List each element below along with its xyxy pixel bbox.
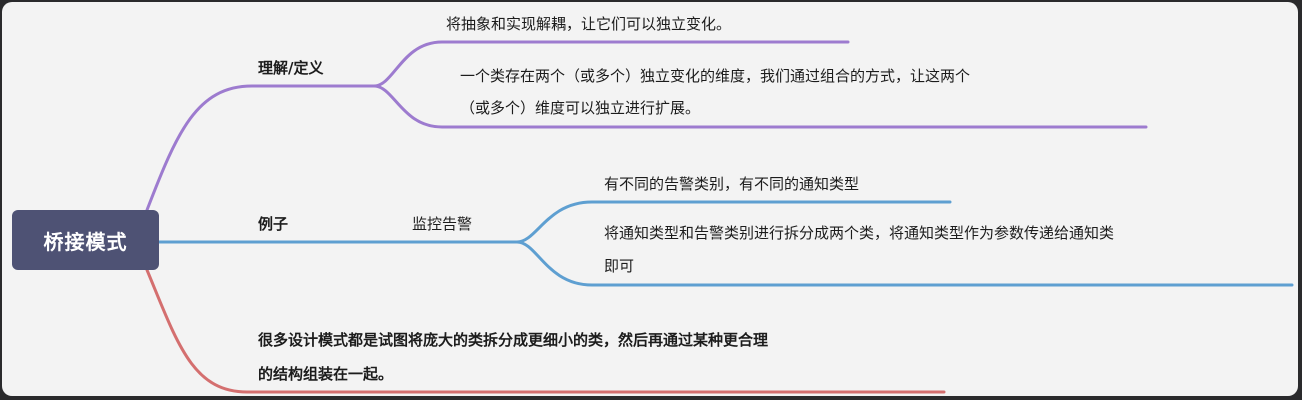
definition-leaf-2-line-2[interactable]: （或多个）维度可以独立进行扩展。: [460, 99, 701, 117]
summary-line-1[interactable]: 很多设计模式都是试图将庞大的类拆分成更细小的类，然后再通过某种更合理: [258, 331, 769, 349]
example-leaf-2-line-1[interactable]: 将通知类型和告警类别进行拆分成两个类，将通知类型作为参数传递给通知类: [604, 224, 1115, 242]
example-leaf-2-line-2[interactable]: 即可: [604, 257, 635, 275]
definition-leaf-1[interactable]: 将抽象和实现解耦，让它们可以独立变化。: [446, 15, 732, 33]
example-topic[interactable]: 例子: [258, 215, 289, 233]
definition-leaf2-connector: [372, 84, 1148, 129]
summary-connector: [145, 268, 946, 394]
definition-leaf1-connector: [372, 40, 850, 88]
example-leaf1-connector: [515, 200, 952, 244]
summary-line-2[interactable]: 的结构组装在一起。: [258, 365, 394, 383]
example-leaf-1[interactable]: 有不同的告警类别，有不同的通知类型: [604, 175, 860, 193]
definition-leaf-2-line-1[interactable]: 一个类存在两个（或多个）独立变化的维度，我们通过组合的方式，让这两个: [460, 67, 971, 85]
definition-connector: [145, 84, 376, 212]
example-subtopic[interactable]: 监控告警: [412, 215, 473, 233]
root-node[interactable]: 桥接模式: [12, 210, 159, 270]
definition-topic[interactable]: 理解/定义: [258, 59, 324, 77]
example-leaf2-connector: [515, 240, 1294, 287]
